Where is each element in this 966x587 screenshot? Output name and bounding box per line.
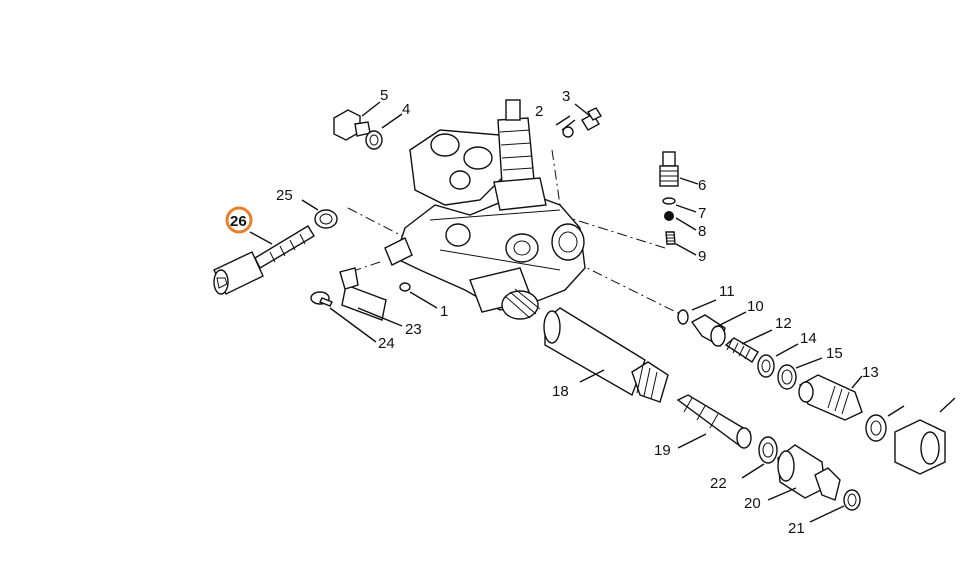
label-part-26: 26	[230, 213, 247, 230]
part-19-filter	[676, 394, 752, 449]
part-14-o-ring	[757, 354, 775, 378]
part-6-fitting	[659, 151, 679, 187]
part-1-pin	[399, 282, 411, 292]
part-11-o-ring	[677, 309, 689, 325]
label-part-14: 14	[800, 330, 817, 347]
label-part-15: 15	[826, 345, 843, 362]
highlight-circle	[225, 206, 253, 234]
part-12-spring	[724, 337, 759, 363]
part-4-o-ring	[365, 130, 383, 150]
label-part-12: 12	[775, 315, 792, 332]
part-26-bolt	[213, 225, 315, 295]
label-part-2: 2	[535, 103, 543, 120]
part-nut-right	[894, 419, 946, 475]
part-9-spring	[665, 231, 676, 245]
label-part-13: 13	[862, 364, 879, 381]
label-part-23: 23	[405, 321, 422, 338]
part-2-washer	[562, 126, 574, 138]
label-part-6: 6	[698, 177, 706, 194]
label-part-8: 8	[698, 223, 706, 240]
part-24-screw	[310, 291, 333, 307]
leader-lines	[249, 101, 956, 523]
label-part-20: 20	[744, 495, 761, 512]
part-22-o-ring	[758, 436, 778, 464]
label-part-11: 11	[719, 283, 735, 300]
label-part-5: 5	[380, 87, 388, 104]
label-part-4: 4	[402, 101, 410, 118]
label-part-22: 22	[710, 475, 727, 492]
label-part-9: 9	[698, 248, 706, 265]
part-10-valve-seat	[690, 314, 726, 348]
label-part-18: 18	[552, 383, 569, 400]
part-7-ring	[662, 197, 676, 205]
part-21-o-ring-upper	[865, 414, 887, 442]
part-number-labels: 5 4 3 2 6 7 8 9 25 26 23 24 1 11 10 12 1…	[230, 87, 879, 537]
pump-manifold-body	[384, 99, 586, 320]
part-20-coupler	[777, 444, 841, 501]
label-part-25: 25	[276, 187, 293, 204]
part-13-adapter	[798, 374, 863, 421]
label-part-21: 21	[788, 520, 805, 537]
part-15-o-ring	[777, 364, 797, 390]
label-part-10: 10	[747, 298, 764, 315]
label-part-3: 3	[562, 88, 570, 105]
part-18-extension	[543, 307, 669, 403]
part-5-plug	[333, 109, 371, 141]
label-part-1: 1	[440, 303, 448, 320]
part-23-plate	[339, 267, 387, 321]
label-part-7: 7	[698, 205, 706, 222]
label-part-24: 24	[378, 335, 395, 352]
part-21-o-ring-lower	[843, 489, 861, 511]
part-25-o-ring	[314, 209, 338, 229]
label-part-19: 19	[654, 442, 671, 459]
part-8-ball	[664, 211, 674, 221]
